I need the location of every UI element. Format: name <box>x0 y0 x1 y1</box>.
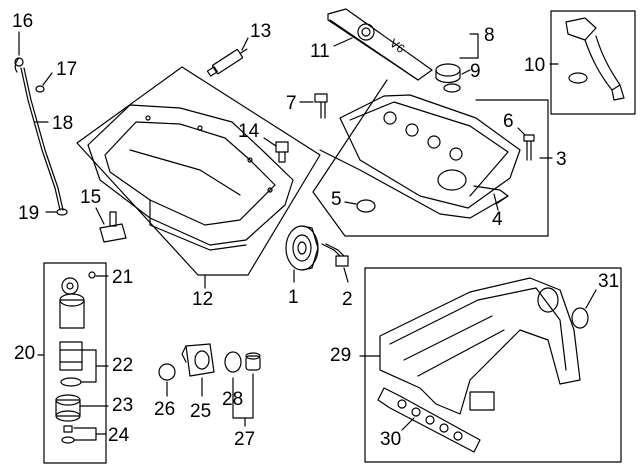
callout-24: 24 <box>108 425 130 446</box>
oil-filler-cap-icon <box>435 63 461 93</box>
drain-plug-icon <box>275 141 289 163</box>
engine-cover-icon <box>327 8 433 81</box>
pulley-bolt-icon <box>321 243 349 267</box>
callout-10: 10 <box>524 55 546 76</box>
callout-30: 30 <box>380 429 402 450</box>
intake-manifold-icon <box>379 277 581 415</box>
callout-27: 27 <box>234 429 256 450</box>
callout-21: 21 <box>112 267 134 288</box>
valve-cover-group-outline <box>312 79 549 237</box>
leader-5 <box>344 201 357 205</box>
dipstick-icon <box>14 57 68 216</box>
intake-gasket-icon <box>377 387 481 453</box>
callout-13: 13 <box>250 21 272 42</box>
oil-filter-housing-icon <box>59 277 85 329</box>
valve-cover-gasket-icon <box>473 185 509 205</box>
callout-2: 2 <box>342 289 353 310</box>
leader-6 <box>517 127 526 136</box>
plug-icon-27 <box>245 352 261 371</box>
leader-17 <box>42 72 53 86</box>
bolt-icon-7 <box>314 93 328 119</box>
callout-17: 17 <box>56 59 78 80</box>
breather-hose-icon <box>565 17 625 101</box>
callout-4: 4 <box>492 209 503 230</box>
oil-filter-element-icon <box>59 341 83 371</box>
oring-icon-28 <box>224 351 242 373</box>
leader-13 <box>241 37 249 51</box>
callout-1: 1 <box>288 287 299 308</box>
intake-manifold-box <box>364 267 622 463</box>
oil-level-sensor-icon <box>99 211 127 243</box>
bolt-icon-6 <box>523 134 535 161</box>
seal-icon-26 <box>158 363 176 381</box>
filter-cap-icon <box>55 394 81 422</box>
leader-4 <box>493 193 499 211</box>
oil-pan-icon <box>87 104 294 251</box>
callout-20: 20 <box>14 343 36 364</box>
leader-14 <box>263 137 277 147</box>
drain-plug-icon-24 <box>61 425 75 444</box>
callout-26: 26 <box>154 399 176 420</box>
callout-25: 25 <box>190 401 212 422</box>
callout-23: 23 <box>112 395 134 416</box>
leader-30 <box>401 417 415 431</box>
leader-11 <box>333 37 353 47</box>
oring-icon-31 <box>571 307 589 329</box>
leader-24 <box>73 427 97 441</box>
callout-28: 28 <box>222 389 244 410</box>
callout-6: 6 <box>503 111 514 132</box>
leader-31 <box>585 289 597 309</box>
seal-icon-5 <box>356 199 376 213</box>
leader-27 <box>232 373 254 419</box>
callout-3: 3 <box>556 149 567 170</box>
callout-29: 29 <box>330 345 352 366</box>
callout-22: 22 <box>112 355 134 376</box>
callout-11: 11 <box>310 41 330 62</box>
oil-pan-group-outline <box>76 66 321 276</box>
callout-18: 18 <box>52 113 74 134</box>
oil-filter-box <box>43 262 107 464</box>
leader-22 <box>81 349 97 383</box>
filter-seal-icon <box>60 377 82 387</box>
callout-7: 7 <box>286 93 297 114</box>
callout-14: 14 <box>238 121 260 142</box>
leader-9 <box>461 69 471 75</box>
callout-8: 8 <box>484 25 495 46</box>
crank-pulley-icon <box>285 225 319 271</box>
callout-12: 12 <box>192 289 214 310</box>
sealant-tube-icon <box>206 48 248 77</box>
callout-5: 5 <box>331 189 342 210</box>
leader-2 <box>343 267 349 283</box>
breather-hose-box <box>550 10 636 115</box>
valve-cover-icon <box>319 94 521 219</box>
callout-9: 9 <box>470 61 481 82</box>
dipstick-seal-icon <box>35 85 45 93</box>
oil-pump-icon <box>181 343 215 377</box>
callout-31: 31 <box>598 271 620 292</box>
callout-15: 15 <box>80 187 102 208</box>
callout-19: 19 <box>18 203 40 224</box>
oring-icon-21 <box>88 271 96 279</box>
callout-16: 16 <box>12 11 34 32</box>
leader-15 <box>95 207 105 225</box>
